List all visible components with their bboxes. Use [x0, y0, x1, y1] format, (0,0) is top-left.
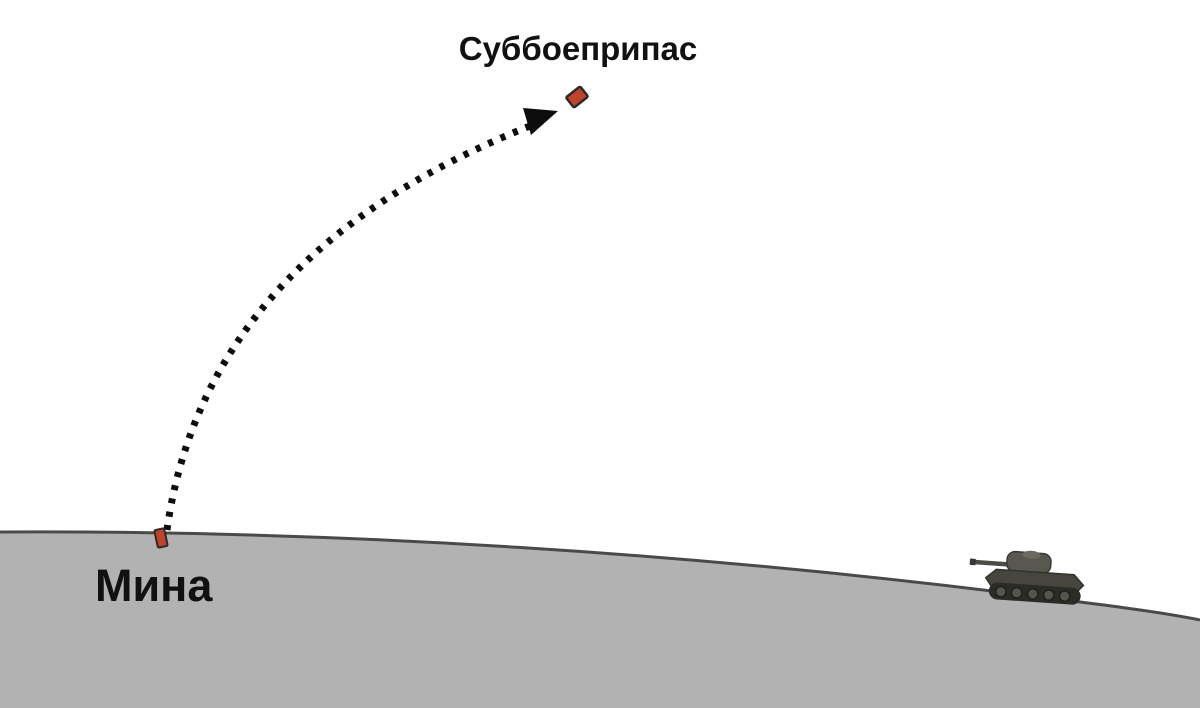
tank-wheel: [994, 585, 1007, 598]
submunition-marker-body: [565, 85, 589, 109]
submunition-marker: [565, 85, 589, 109]
tank-wheel: [1058, 590, 1071, 603]
tank-wheel: [1026, 587, 1039, 600]
tank-barrel: [972, 559, 1013, 567]
ground-edge-line: [0, 530, 1200, 622]
tank-muzzle: [969, 558, 976, 566]
ground-terrain: [0, 531, 1200, 708]
mine-marker: [153, 527, 169, 549]
tank-wheel: [1042, 589, 1055, 602]
trajectory-arrowhead: [523, 108, 558, 135]
submunition-label: Суббоеприпас: [459, 30, 697, 67]
mine-marker-body: [153, 527, 169, 549]
tank-illustration: [969, 550, 1085, 605]
tank-cupola: [1022, 550, 1041, 559]
mine-label: Мина: [95, 560, 213, 611]
tank-wheel: [1010, 586, 1023, 599]
